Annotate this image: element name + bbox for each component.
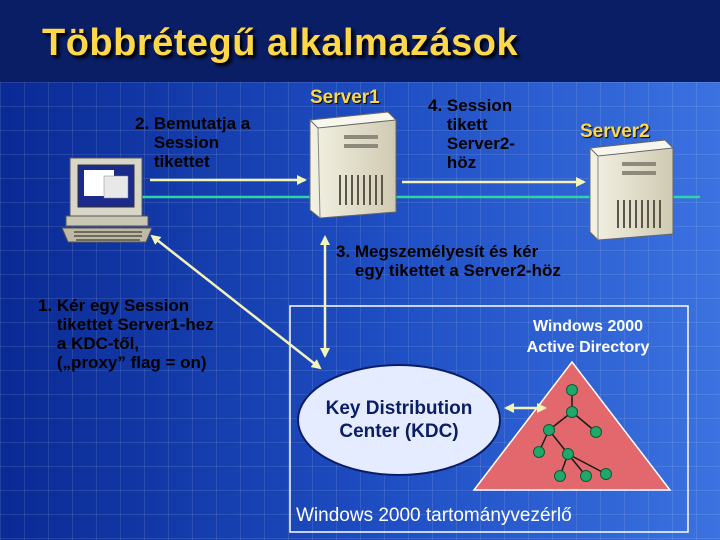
step2-label: 2. Bemutatja a Session tikettet [135,114,251,171]
step3-label: 3. Megszemélyesít és kér egy tikettet a … [336,242,561,280]
server2-icon [588,139,675,241]
step4-label: 4. Session tikett Server2- höz [428,96,515,172]
step1-label: 1. Kér egy Session tikettet Server1-hez … [38,296,214,372]
slide-title: Többrétegű alkalmazások [42,22,519,64]
active-directory-label: Windows 2000 Active Directory [526,318,650,356]
server1-label: Server1 [310,87,380,108]
server1-icon [308,111,398,219]
server2-label: Server2 [580,121,650,142]
active-directory-tree-icon [472,360,672,491]
arrow-step1-client-kdc [150,234,322,370]
kdc-label: Key Distribution Center (KDC) [325,398,473,442]
kdc-ellipse [297,364,501,476]
domain-controller-label: Windows 2000 tartományvezérlő [296,505,572,526]
client-computer-icon [61,157,153,243]
domain-controller-box [289,305,689,533]
